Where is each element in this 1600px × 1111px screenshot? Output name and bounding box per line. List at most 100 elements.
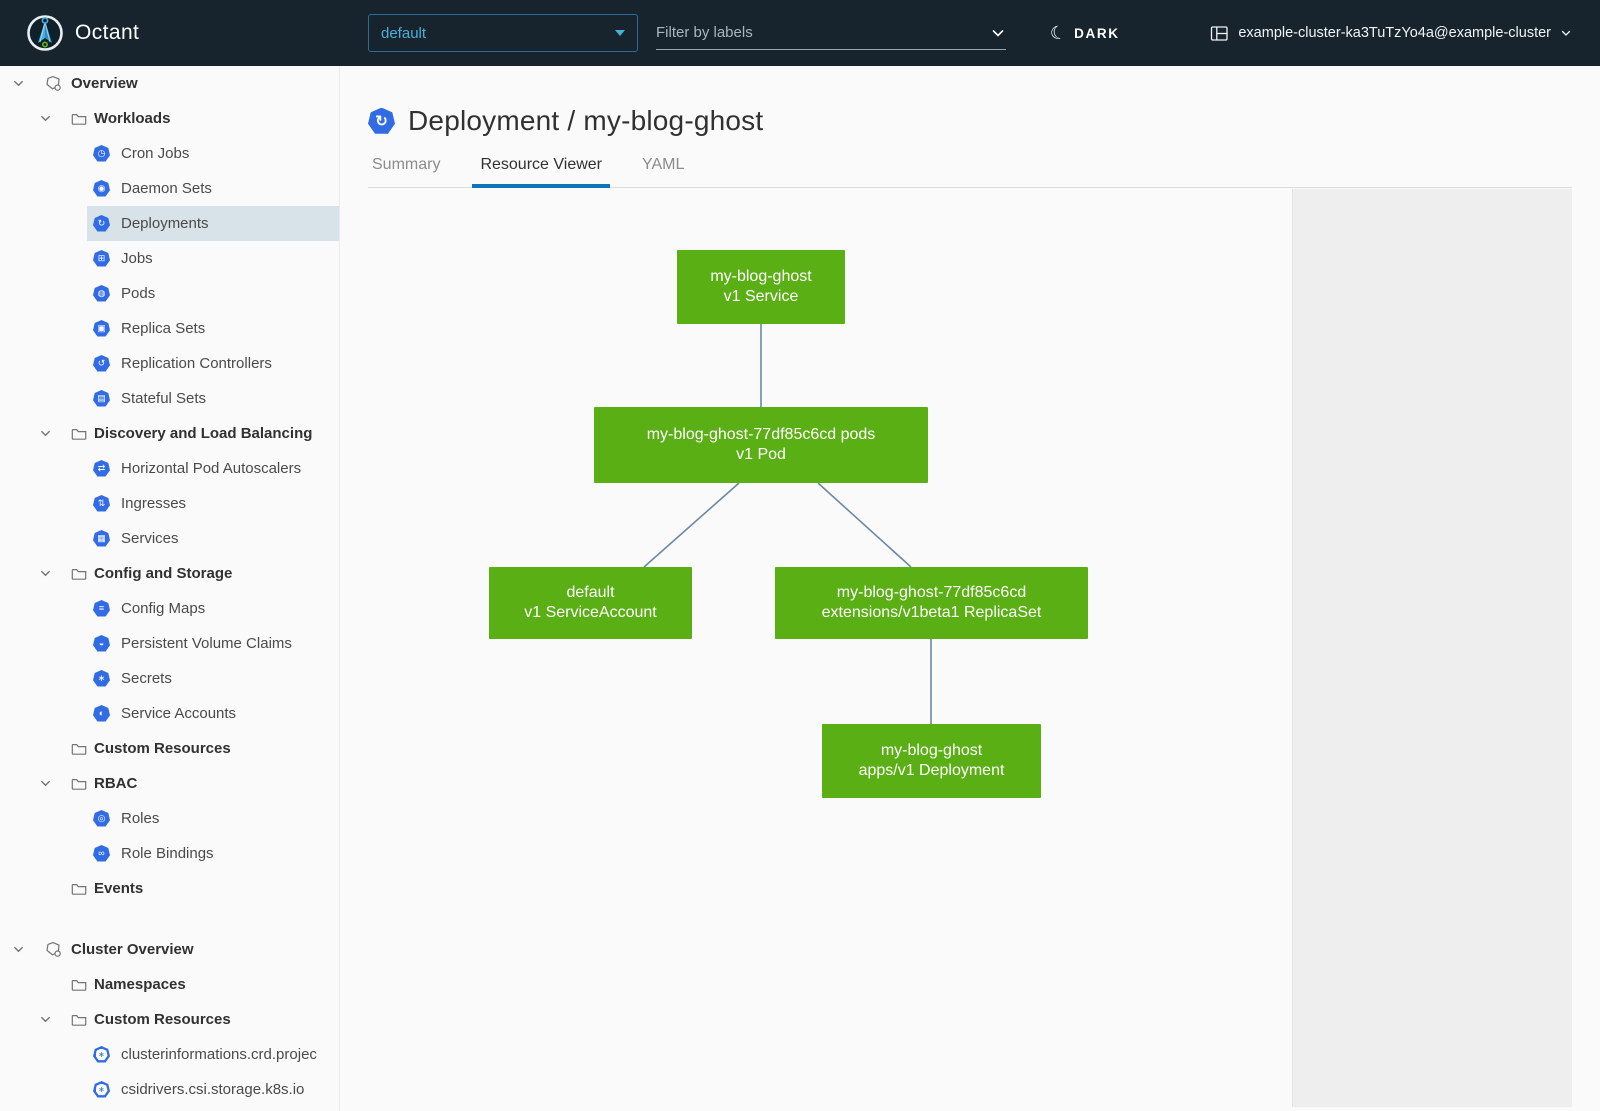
sidebar-item-label: clusterinformations.crd.projec — [121, 1046, 317, 1063]
sidebar-item-services[interactable]: ▦Services — [0, 521, 339, 556]
sidebar-item-cluster-overview[interactable]: Cluster Overview — [0, 932, 339, 967]
chevron-slot[interactable] — [37, 777, 53, 790]
sidebar-group-cluster-custom-resources[interactable]: Custom Resources — [0, 1002, 339, 1037]
label-filter-input[interactable] — [656, 24, 990, 41]
sidebar-item-inner[interactable]: ◒Persistent Volume Claims — [87, 626, 339, 661]
sidebar-item-config-maps[interactable]: ≡Config Maps — [0, 591, 339, 626]
icon-wrap — [71, 111, 87, 126]
sidebar-item-cron-jobs[interactable]: ◷Cron Jobs — [0, 136, 339, 171]
tab-bar: Summary Resource Viewer YAML — [368, 144, 1572, 188]
sidebar-item-inner[interactable]: ◷Cron Jobs — [87, 136, 339, 171]
sidebar-item-inner[interactable]: ⇄Horizontal Pod Autoscalers — [87, 451, 339, 486]
sidebar-item-inner[interactable]: ⇅Ingresses — [87, 486, 339, 521]
chevron-down-icon[interactable] — [12, 943, 25, 956]
sidebar-item-label: Deployments — [121, 215, 209, 232]
sidebar-item-inner[interactable]: ⊞Jobs — [87, 241, 339, 276]
sidebar-item-inner[interactable]: ◐Service Accounts — [87, 696, 339, 731]
chevron-slot[interactable] — [37, 112, 53, 125]
chevron-down-icon[interactable] — [39, 1013, 52, 1026]
chevron-down-icon[interactable] — [39, 427, 52, 440]
sidebar-item-service-accounts[interactable]: ◐Service Accounts — [0, 696, 339, 731]
icon-wrap — [71, 1012, 87, 1027]
sidebar-group-custom-resources[interactable]: Custom Resources — [0, 731, 339, 766]
sidebar-item-label: Role Bindings — [121, 845, 214, 862]
sidebar-item-inner[interactable]: ∗csidrivers.csi.storage.k8s.io — [87, 1072, 339, 1107]
sidebar-group-discovery-load-balancing[interactable]: Discovery and Load Balancing — [0, 416, 339, 451]
jobs-icon: ⊞ — [93, 250, 110, 267]
chevron-slot[interactable] — [37, 427, 53, 440]
sidebar-item-jobs[interactable]: ⊞Jobs — [0, 241, 339, 276]
sidebar-item-inner[interactable]: ◍Pods — [87, 276, 339, 311]
icon-wrap — [71, 776, 87, 791]
sidebar-group-namespaces[interactable]: Namespaces — [0, 967, 339, 1002]
chevron-down-icon[interactable] — [990, 25, 1006, 41]
tab-summary[interactable]: Summary — [372, 156, 441, 173]
sidebar-item-horizontal-pod-autoscalers[interactable]: ⇄Horizontal Pod Autoscalers — [0, 451, 339, 486]
daemon-sets-icon: ◉ — [93, 180, 110, 197]
sidebar-item-inner[interactable]: ▣Replica Sets — [87, 311, 339, 346]
sidebar-item-label: Persistent Volume Claims — [121, 635, 292, 652]
sidebar-item-clusterinformations[interactable]: ∗clusterinformations.crd.projec — [0, 1037, 339, 1072]
chevron-slot[interactable] — [10, 943, 26, 956]
sidebar-item-daemon-sets[interactable]: ◉Daemon Sets — [0, 171, 339, 206]
chevron-slot[interactable] — [37, 567, 53, 580]
sidebar-item-label: Workloads — [94, 110, 171, 127]
pods-icon: ◍ — [93, 285, 110, 302]
sidebar-item-inner[interactable]: ▤Stateful Sets — [87, 381, 339, 416]
tab-yaml[interactable]: YAML — [642, 156, 685, 173]
sidebar-item-inner[interactable]: ↺Replication Controllers — [87, 346, 339, 381]
sidebar-item-overview[interactable]: Overview — [0, 66, 339, 101]
chevron-slot[interactable] — [37, 1013, 53, 1026]
sidebar-group-events[interactable]: Events — [0, 871, 339, 906]
sidebar-item-inner[interactable]: ↻Deployments — [87, 206, 339, 241]
folder-icon — [71, 980, 87, 991]
sidebar-item-replication-controllers[interactable]: ↺Replication Controllers — [0, 346, 339, 381]
sidebar-item-role-bindings[interactable]: ∞Role Bindings — [0, 836, 339, 871]
sidebar-item-replica-sets[interactable]: ▣Replica Sets — [0, 311, 339, 346]
label-filter — [656, 16, 1006, 50]
dark-theme-toggle[interactable]: ☾ DARK — [1048, 0, 1120, 66]
sidebar-group-rbac[interactable]: RBAC — [0, 766, 339, 801]
main-content: ↻ Deployment / my-blog-ghost Summary Res… — [340, 66, 1600, 1111]
roles-icon: ◎ — [93, 810, 110, 827]
chevron-slot[interactable] — [10, 77, 26, 90]
sidebar-item-label: Namespaces — [94, 976, 186, 993]
sidebar-item-secrets[interactable]: ∗Secrets — [0, 661, 339, 696]
sidebar-item-persistent-volume-claims[interactable]: ◒Persistent Volume Claims — [0, 626, 339, 661]
sidebar-item-inner[interactable]: ◉Daemon Sets — [87, 171, 339, 206]
sidebar-item-inner[interactable]: ∗clusterinformations.crd.projec — [87, 1037, 339, 1072]
sidebar-item-label: Service Accounts — [121, 705, 237, 722]
cluster-context-selector[interactable]: example-cluster-ka3TuTzYo4a@example-clus… — [1210, 0, 1572, 66]
sidebar-item-ingresses[interactable]: ⇅Ingresses — [0, 486, 339, 521]
sidebar-item-inner[interactable]: ∞Role Bindings — [87, 836, 339, 871]
app-title: Octant — [75, 21, 140, 44]
sidebar-item-inner[interactable]: ▦Services — [87, 521, 339, 556]
chevron-down-icon[interactable] — [12, 77, 25, 90]
graph-node-label: v1 ServiceAccount — [524, 604, 657, 621]
sidebar-item-csidrivers[interactable]: ∗csidrivers.csi.storage.k8s.io — [0, 1072, 339, 1107]
sidebar-item-pods[interactable]: ◍Pods — [0, 276, 339, 311]
chevron-down-icon[interactable] — [39, 112, 52, 125]
sidebar-item-deployments[interactable]: ↻Deployments — [0, 206, 339, 241]
namespace-selector[interactable]: default — [368, 14, 638, 52]
sidebar-group-config-storage[interactable]: Config and Storage — [0, 556, 339, 591]
sidebar-item-label: Secrets — [121, 670, 172, 687]
sidebar-item-inner[interactable]: ≡Config Maps — [87, 591, 339, 626]
graph-node-label: my-blog-ghost — [880, 742, 983, 759]
sidebar-item-inner[interactable]: ◎Roles — [87, 801, 339, 836]
brand: Octant — [26, 14, 139, 52]
tab-resource-viewer[interactable]: Resource Viewer — [472, 156, 610, 188]
sidebar-item-inner[interactable]: ∗Secrets — [87, 661, 339, 696]
sidebar-item-roles[interactable]: ◎Roles — [0, 801, 339, 836]
sidebar-item-stateful-sets[interactable]: ▤Stateful Sets — [0, 381, 339, 416]
chevron-down-icon[interactable] — [39, 567, 52, 580]
chevron-down-icon[interactable] — [39, 777, 52, 790]
folder-icon — [71, 744, 87, 755]
sidebar-group-workloads[interactable]: Workloads — [0, 101, 339, 136]
